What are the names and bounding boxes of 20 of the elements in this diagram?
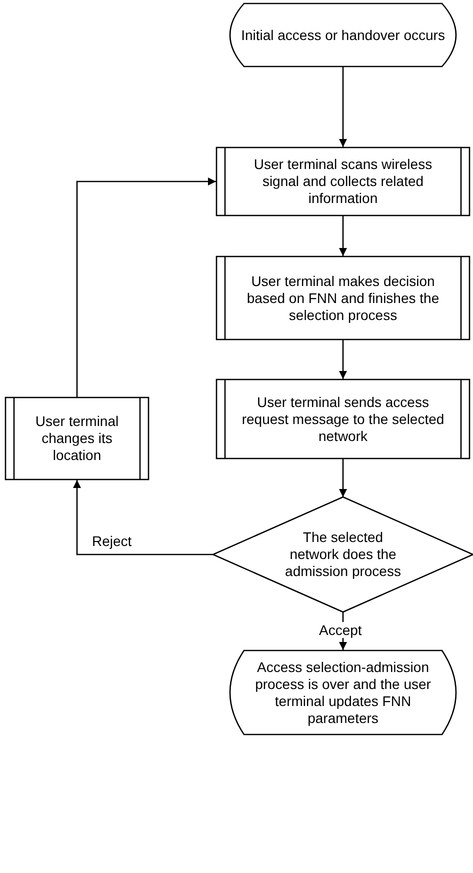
arrow (339, 459, 347, 497)
process-box (5, 397, 149, 480)
arrow (339, 340, 347, 379)
node-text: User terminal scans wireless signal and collects related information (252, 156, 434, 207)
arrow (339, 216, 347, 256)
node-text: Initial access or handover occurs (240, 26, 446, 44)
process-box (216, 379, 470, 459)
arrow (73, 480, 213, 556)
arrow (339, 67, 347, 147)
arrow (76, 178, 216, 397)
decision-diamond (213, 497, 473, 612)
node-text: The selected network does the admission process (284, 529, 402, 580)
edge-label: Reject (90, 532, 134, 548)
edge-label: Accept (317, 622, 364, 638)
node-text: User terminal changes its location (34, 413, 120, 464)
node-text: User terminal sends access request message to the selected network (240, 394, 446, 444)
node-text: User terminal makes decision based on FNN and finishes the selection process (246, 272, 440, 324)
process-box (216, 256, 470, 340)
process-box (216, 147, 470, 216)
node-text: Access selection-admission process is over and the user terminal updates FNN parameters (254, 658, 432, 726)
